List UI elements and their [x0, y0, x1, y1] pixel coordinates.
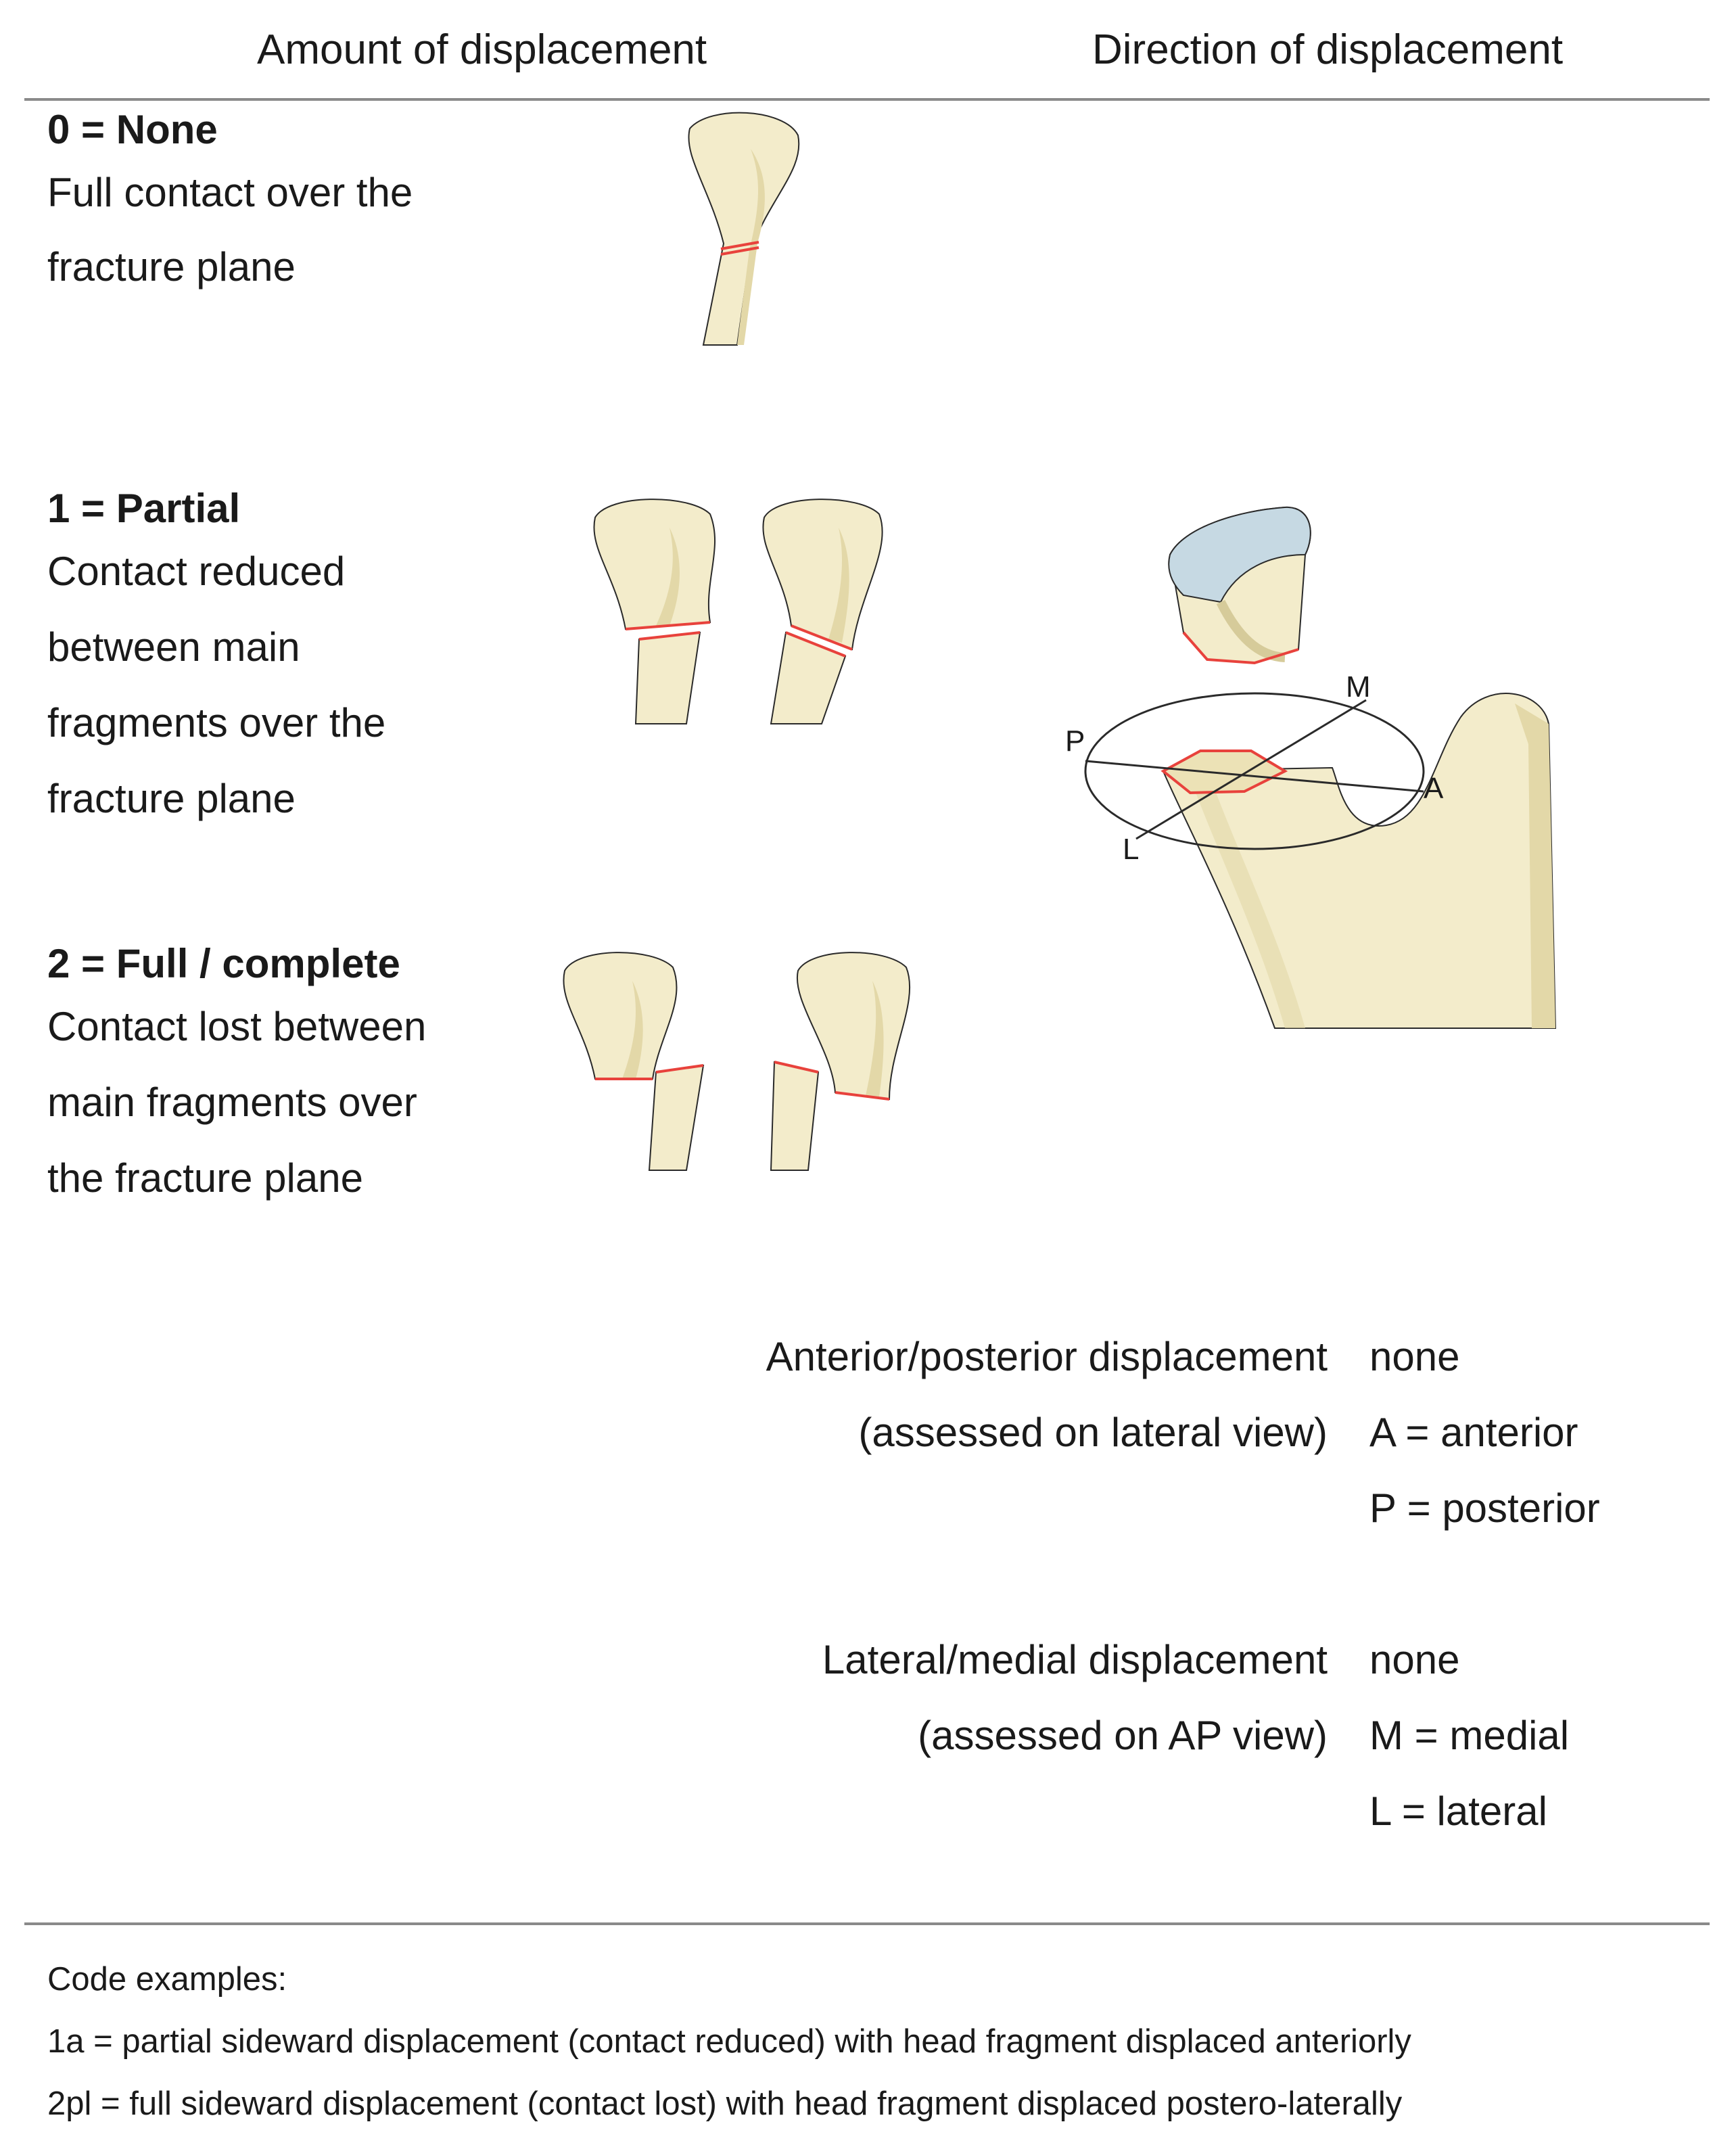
level-0-title: 0 = None [47, 107, 218, 152]
level-2-line-1: Contact lost between [47, 1004, 427, 1049]
header-divider [24, 98, 1710, 101]
code-examples-heading: Code examples: [47, 1961, 287, 1998]
footer-divider [24, 1922, 1710, 1925]
level-1-line-1: Contact reduced [47, 549, 346, 594]
level-1-line-3: fragments over the [47, 700, 386, 745]
axis-label-medial: M [1346, 670, 1371, 704]
ml-label-line-1: Lateral/medial displacement [822, 1637, 1328, 1682]
level-1-title: 1 = Partial [47, 486, 241, 531]
level-0-line-1: Full contact over the [47, 170, 413, 215]
amount-column-header: Amount of displacement [257, 26, 707, 73]
level-2-description: 2 = Full / complete Contact lost between… [47, 939, 426, 1216]
direction-column-header: Direction of displacement [1092, 26, 1564, 73]
ap-code-posterior: P = posterior [1369, 1485, 1600, 1531]
level-0-description: 0 = None Full contact over the fracture … [47, 105, 413, 305]
level-1-line-4: fracture plane [47, 776, 296, 821]
code-example-1: 1a = partial sideward displacement (cont… [47, 2023, 1411, 2060]
bone-illustration-complete-right [770, 952, 911, 1171]
level-2-title: 2 = Full / complete [47, 941, 400, 986]
ml-code-none: none [1369, 1637, 1460, 1682]
axis-label-anterior: A [1424, 772, 1444, 805]
ap-label-line-2: (assessed on lateral view) [858, 1410, 1328, 1455]
ap-code-none: none [1369, 1334, 1460, 1379]
ml-label-line-2: (assessed on AP view) [918, 1713, 1328, 1758]
bone-illustration-none [688, 112, 800, 346]
bone-illustration-partial-right [762, 499, 883, 724]
code-example-2: 2pl = full sideward displacement (contac… [47, 2085, 1403, 2122]
level-1-line-2: between main [47, 624, 300, 670]
bone-illustration-partial-left [593, 499, 715, 724]
level-1-description: 1 = Partial Contact reduced between main… [47, 484, 385, 837]
axis-label-lateral: L [1123, 833, 1139, 866]
axis-label-posterior: P [1065, 724, 1085, 758]
ml-code-medial: M = medial [1369, 1713, 1570, 1758]
code-examples: Code examples: 1a = partial sideward dis… [47, 1948, 1411, 2135]
level-2-line-2: main fragments over [47, 1080, 417, 1125]
ap-code-anterior: A = anterior [1369, 1410, 1578, 1455]
ap-label-line-1: Anterior/posterior displacement [766, 1334, 1328, 1379]
level-0-line-2: fracture plane [47, 244, 296, 290]
level-2-line-3: the fracture plane [47, 1155, 363, 1201]
bone-illustration-complete-left [563, 952, 705, 1171]
direction-axis-diagram: M P A L [1065, 506, 1557, 1029]
ml-code-lateral: L = lateral [1369, 1789, 1547, 1834]
